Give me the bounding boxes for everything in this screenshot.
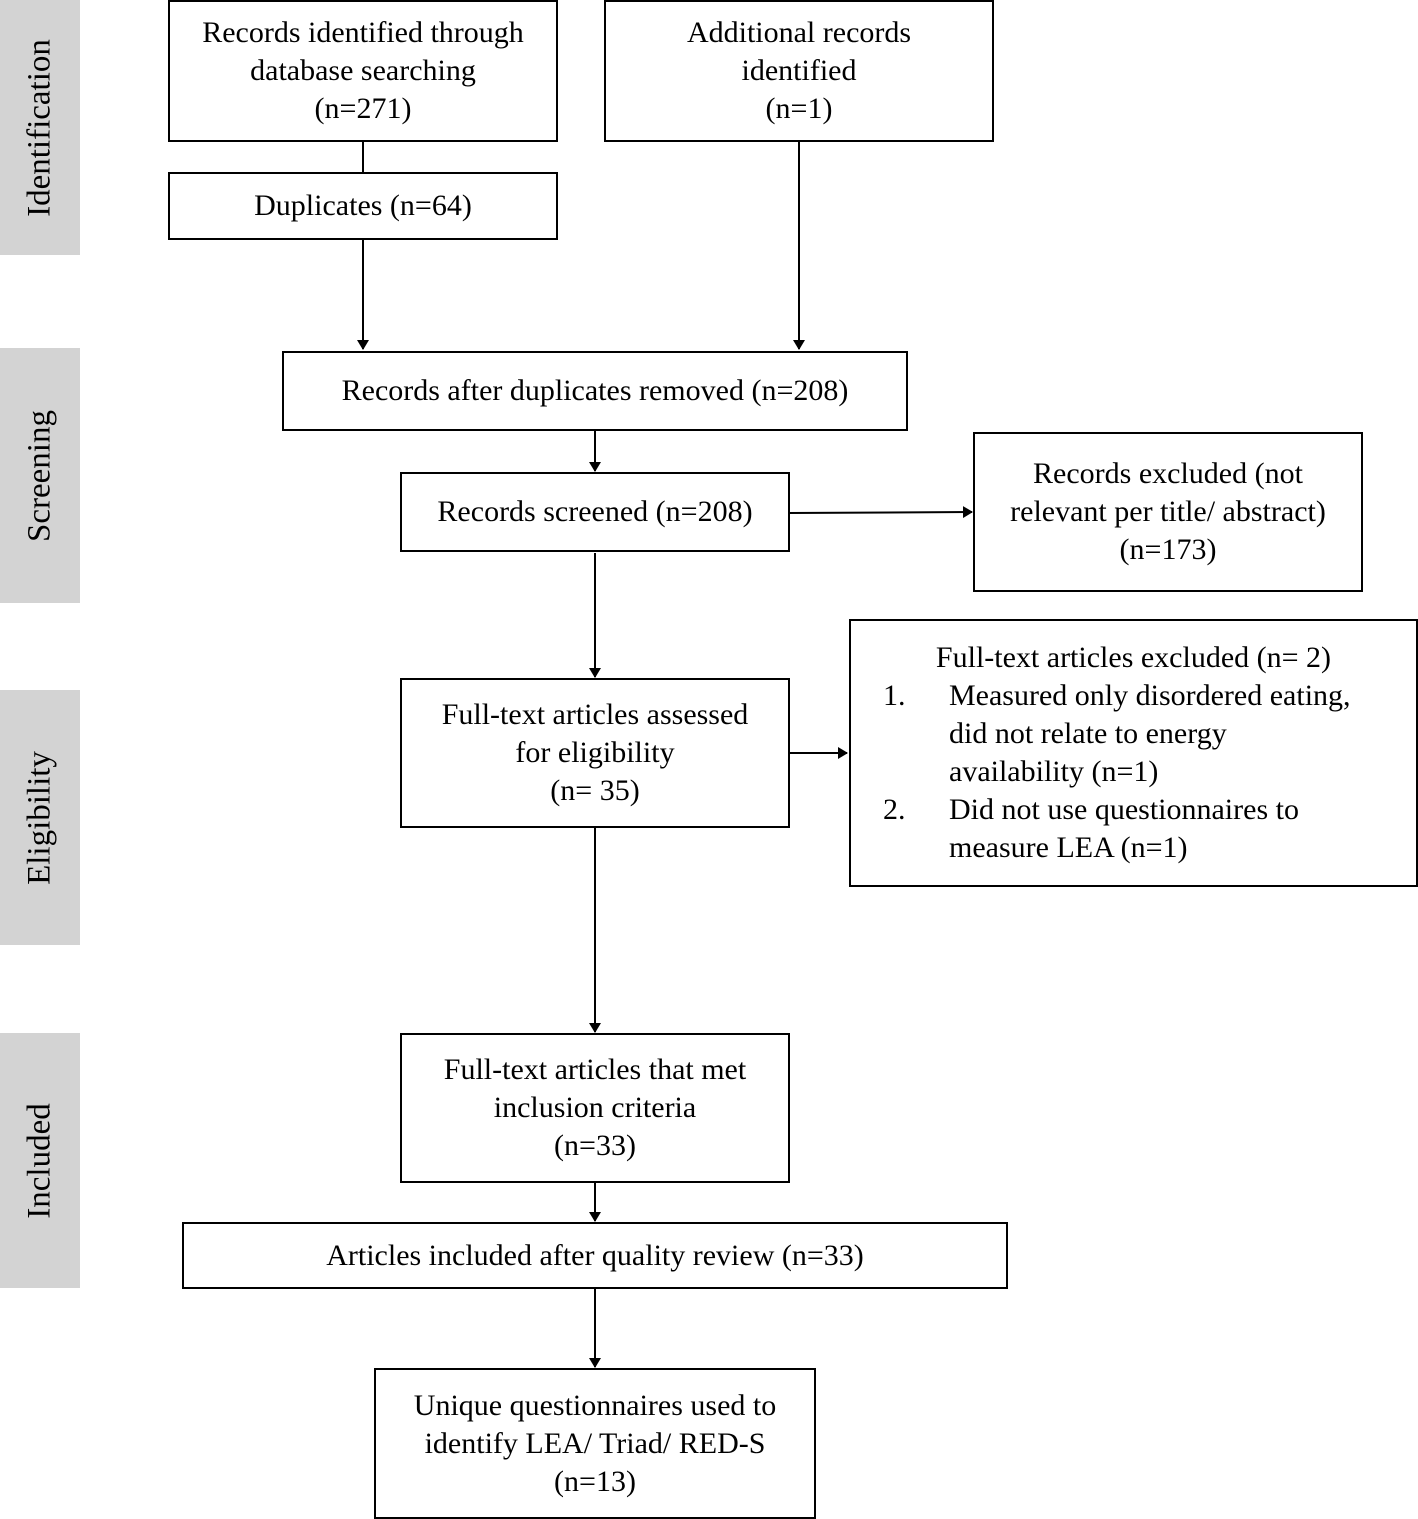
arrow-screened-excluded xyxy=(788,506,973,519)
box-line: for eligibility xyxy=(515,736,675,769)
records-excluded-box: Records excluded (not relevant per title… xyxy=(973,432,1363,592)
box-line: Records excluded (not xyxy=(1033,457,1303,490)
exclusion-reason-text: Measured only disordered eating, did not… xyxy=(949,677,1351,791)
duplicates-box: Duplicates (n=64) xyxy=(168,172,558,240)
box-line: (n=1) xyxy=(765,92,833,125)
box-line: Records screened (n=208) xyxy=(437,495,753,528)
stage-eligibility: Eligibility xyxy=(0,690,80,945)
met-inclusion-criteria-box: Full-text articles that met inclusion cr… xyxy=(400,1033,790,1183)
exclusion-reason-item: 2. Did not use questionnaires to measure… xyxy=(851,791,1416,867)
fulltext-assessed-box: Full-text articles assessed for eligibil… xyxy=(400,678,790,828)
box-line: Additional records xyxy=(686,16,912,49)
database-records-box: Records identified through database sear… xyxy=(168,0,558,142)
stage-identification: Identification xyxy=(0,0,80,255)
additional-records-box: Additional records identified (n=1) xyxy=(604,0,994,142)
box-line: Records after duplicates removed (n=208) xyxy=(341,374,849,407)
box-line: (n=33) xyxy=(554,1129,636,1162)
exclusion-reason-number: 2. xyxy=(883,793,906,826)
exclusion-reason-text: Did not use questionnaires to measure LE… xyxy=(949,791,1299,867)
box-line: (n=271) xyxy=(314,92,412,125)
box-line: identified xyxy=(741,54,857,87)
fulltext-excluded-heading: Full-text articles excluded (n= 2) xyxy=(935,641,1332,674)
box-line: (n=13) xyxy=(554,1464,636,1498)
fulltext-excluded-box: Full-text articles excluded (n= 2) 1. Me… xyxy=(849,619,1418,887)
box-line: did not relate to energy xyxy=(949,717,1227,750)
records-after-duplicates-box: Records after duplicates removed (n=208) xyxy=(282,351,908,431)
records-screened-box: Records screened (n=208) xyxy=(400,472,790,552)
stage-screening: Screening xyxy=(0,348,80,603)
exclusion-reasons-list: 1. Measured only disordered eating, did … xyxy=(851,677,1416,867)
box-line: measure LEA (n=1) xyxy=(949,831,1188,864)
box-line: relevant per title/ abstract) xyxy=(1010,495,1326,528)
box-line: Unique questionnaires used to xyxy=(413,1388,777,1422)
box-line: Articles included after quality review (… xyxy=(326,1238,864,1272)
unique-questionnaires-box: Unique questionnaires used to identify L… xyxy=(374,1368,816,1519)
stage-included: Included xyxy=(0,1033,80,1288)
box-line: Full-text articles assessed xyxy=(441,698,749,731)
box-line: Full-text articles that met xyxy=(443,1053,747,1086)
box-line: availability (n=1) xyxy=(949,755,1159,788)
box-line: Measured only disordered eating, xyxy=(949,679,1351,712)
box-line: (n= 35) xyxy=(550,774,640,807)
box-line: inclusion criteria xyxy=(493,1091,697,1124)
exclusion-reason-item: 1. Measured only disordered eating, did … xyxy=(851,677,1416,791)
exclusion-reason-number: 1. xyxy=(883,679,906,712)
quality-review-box: Articles included after quality review (… xyxy=(182,1222,1008,1289)
box-line: identify LEA/ Triad/ RED-S xyxy=(424,1426,766,1460)
box-line: (n=173) xyxy=(1119,533,1217,566)
box-line: Records identified through xyxy=(202,16,524,49)
box-line: Duplicates (n=64) xyxy=(254,189,472,222)
box-line: database searching xyxy=(250,54,476,87)
box-line: Did not use questionnaires to xyxy=(949,793,1299,826)
